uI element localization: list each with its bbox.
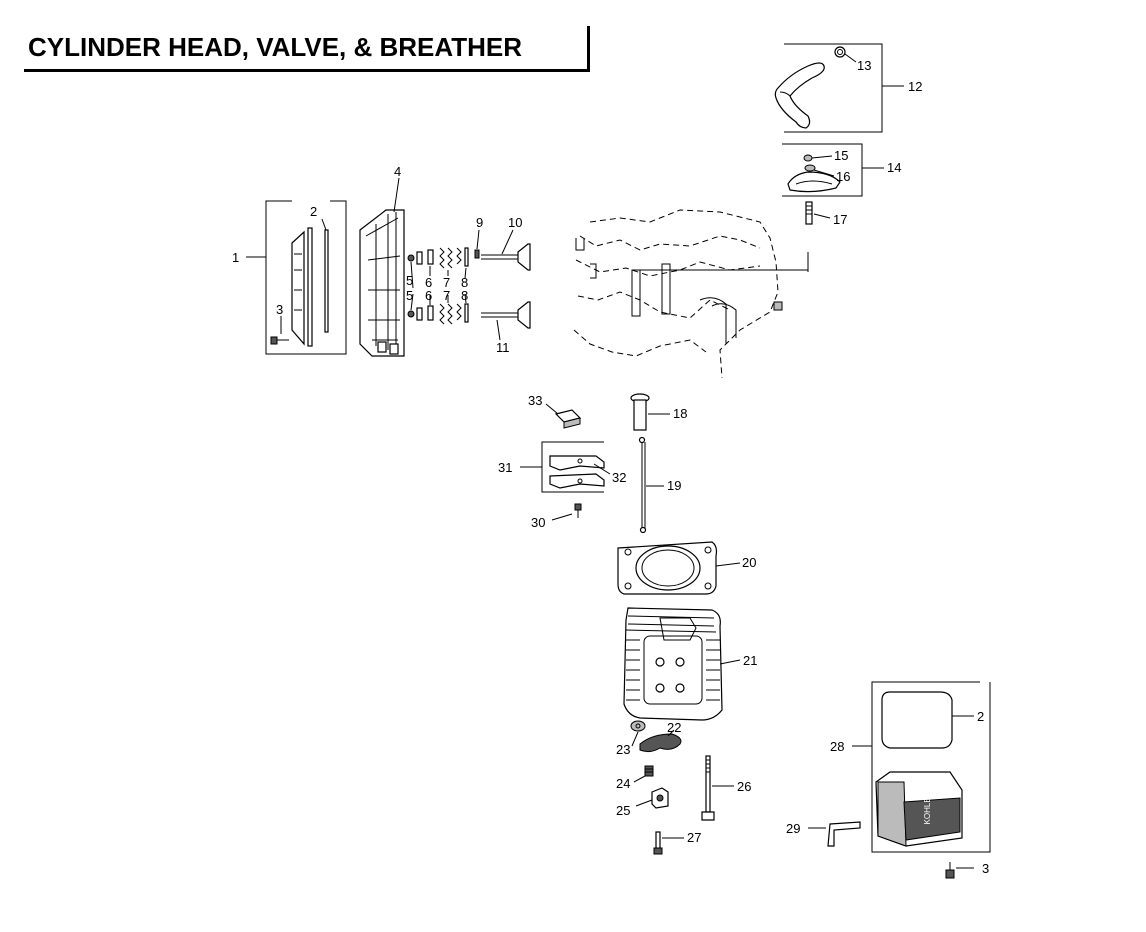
callout-10: 10: [508, 215, 522, 230]
valve-cover-lettering: KOHLER: [923, 791, 932, 824]
callout-3b: 3: [982, 861, 989, 876]
callout-33: 33: [528, 393, 542, 408]
callout-5a: 5: [406, 273, 413, 288]
callout-labels: 1 2 3 4 5 5 6 6 7 7 8 8 9 10 11 12 13 14…: [232, 58, 989, 876]
callout-15: 15: [834, 148, 848, 163]
group-28-valve-cover: KOHLER: [808, 681, 991, 879]
callout-7b: 7: [443, 288, 450, 303]
group-4-head-side: [359, 177, 405, 357]
callout-3: 3: [276, 302, 283, 317]
callout-4: 4: [394, 164, 401, 179]
callout-8b: 8: [461, 288, 468, 303]
page-title: CYLINDER HEAD, VALVE, & BREATHER: [28, 32, 523, 62]
callout-22: 22: [667, 720, 681, 735]
callout-14: 14: [887, 160, 901, 175]
callout-12: 12: [908, 79, 922, 94]
callout-23: 23: [616, 742, 630, 757]
callout-6a: 6: [425, 275, 432, 290]
callout-30: 30: [531, 515, 545, 530]
callout-28: 28: [830, 739, 844, 754]
callout-24: 24: [616, 776, 630, 791]
push-rod-area: [630, 393, 670, 534]
group-14-breather: [782, 143, 884, 225]
callout-31: 31: [498, 460, 512, 475]
callout-2: 2: [310, 204, 317, 219]
engine-block-outline: [573, 209, 809, 379]
valve-train-upper: [407, 243, 531, 271]
callout-1: 1: [232, 250, 239, 265]
callout-17: 17: [833, 212, 847, 227]
callout-8a: 8: [461, 275, 468, 290]
callout-21: 21: [743, 653, 757, 668]
callout-18: 18: [673, 406, 687, 421]
rocker-arm-group: [520, 403, 611, 521]
callout-2b: 2: [977, 709, 984, 724]
callout-27: 27: [687, 830, 701, 845]
callout-19: 19: [667, 478, 681, 493]
callout-32: 32: [612, 470, 626, 485]
callout-5b: 5: [406, 288, 413, 303]
callout-11: 11: [496, 340, 510, 355]
callout-9: 9: [476, 215, 483, 230]
valve-train-lower: [407, 301, 531, 329]
callout-20: 20: [742, 555, 756, 570]
callout-7a: 7: [443, 275, 450, 290]
title-box: CYLINDER HEAD, VALVE, & BREATHER: [24, 26, 590, 72]
callout-6b: 6: [425, 288, 432, 303]
callout-29: 29: [786, 821, 800, 836]
group-12-breather-hose: [774, 43, 904, 133]
rocker-bracket-group: [630, 720, 734, 855]
callout-16: 16: [836, 169, 850, 184]
group-1-valve-cover: [246, 200, 347, 355]
cylinder-head: [623, 607, 741, 721]
head-gasket: [617, 541, 741, 595]
callout-25: 25: [616, 803, 630, 818]
callout-26: 26: [737, 779, 751, 794]
callout-13: 13: [857, 58, 871, 73]
